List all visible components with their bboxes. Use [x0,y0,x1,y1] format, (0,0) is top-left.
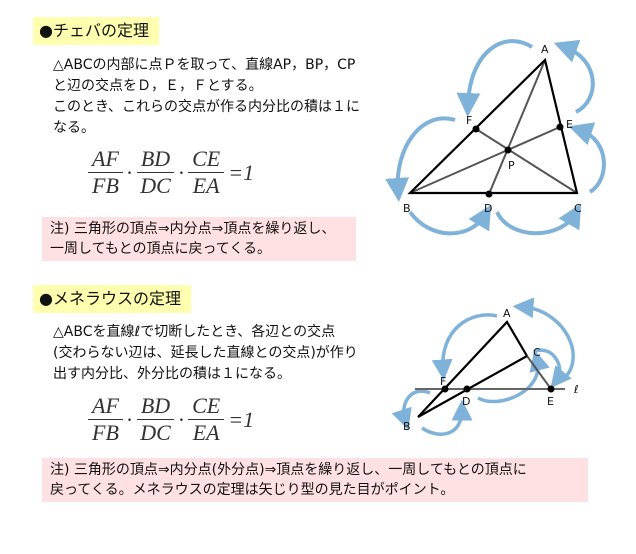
label-e: E [566,118,573,131]
cycle-arrows [391,297,575,436]
menelaus-title: ●メネラウスの定理 [33,285,191,313]
label-a: A [541,43,549,56]
label-f: F [440,375,446,388]
ceva-description: △ABCの内部に点Ｐを取って、直線AP，BP，CP と辺の交点をＤ，Ｅ，Ｆとする… [53,57,361,136]
menelaus-diagram: A B C D E F ℓ [391,297,579,436]
numerator: CE [188,393,225,420]
cycle-arrows [385,39,606,236]
ceva-title: ●チェバの定理 [33,17,159,45]
label-p: P [508,159,515,172]
denominator: DC [140,420,171,445]
label-d: D [462,395,470,408]
triangle-abc [407,57,579,195]
denominator: FB [92,420,119,445]
equals-one: =1 [228,406,255,432]
denominator: EA [192,420,220,445]
label-c: C [574,202,582,215]
label-b: B [403,202,411,215]
triangle-abc [417,320,528,418]
ceva-diagram: A B C D E F P [385,39,606,236]
ceva-note: 注) 三角形の頂点⇒内分点⇒頂点を繰り返し、 一周してもとの頂点に戻ってくる。 [42,217,356,261]
numerator: CE [188,146,225,173]
label-line-l: ℓ [573,383,579,396]
equals-one: =1 [228,159,255,185]
denominator: DC [140,173,171,198]
label-a: A [503,307,511,320]
numerator: AF [88,393,123,420]
multiply-dot: · [125,159,134,185]
menelaus-description: △ABCを直線ℓで切断したとき、各辺との交点 (交わらない辺は、延長した直線との… [53,324,358,382]
multiply-dot: · [177,159,186,185]
numerator: BD [136,393,175,420]
label-d: D [484,202,492,215]
numerator: AF [88,146,123,173]
label-b: B [403,420,411,433]
multiply-dot: · [125,406,134,432]
denominator: FB [92,173,119,198]
label-f: F [466,114,472,127]
menelaus-note: 注) 三角形の頂点⇒内分点(外分点)⇒頂点を繰り返し、一周してもとの頂点に 戻っ… [42,458,588,502]
denominator: EA [192,173,220,198]
label-c: C [533,346,541,359]
multiply-dot: · [177,406,186,432]
label-e: E [547,395,554,408]
numerator: BD [136,146,175,173]
